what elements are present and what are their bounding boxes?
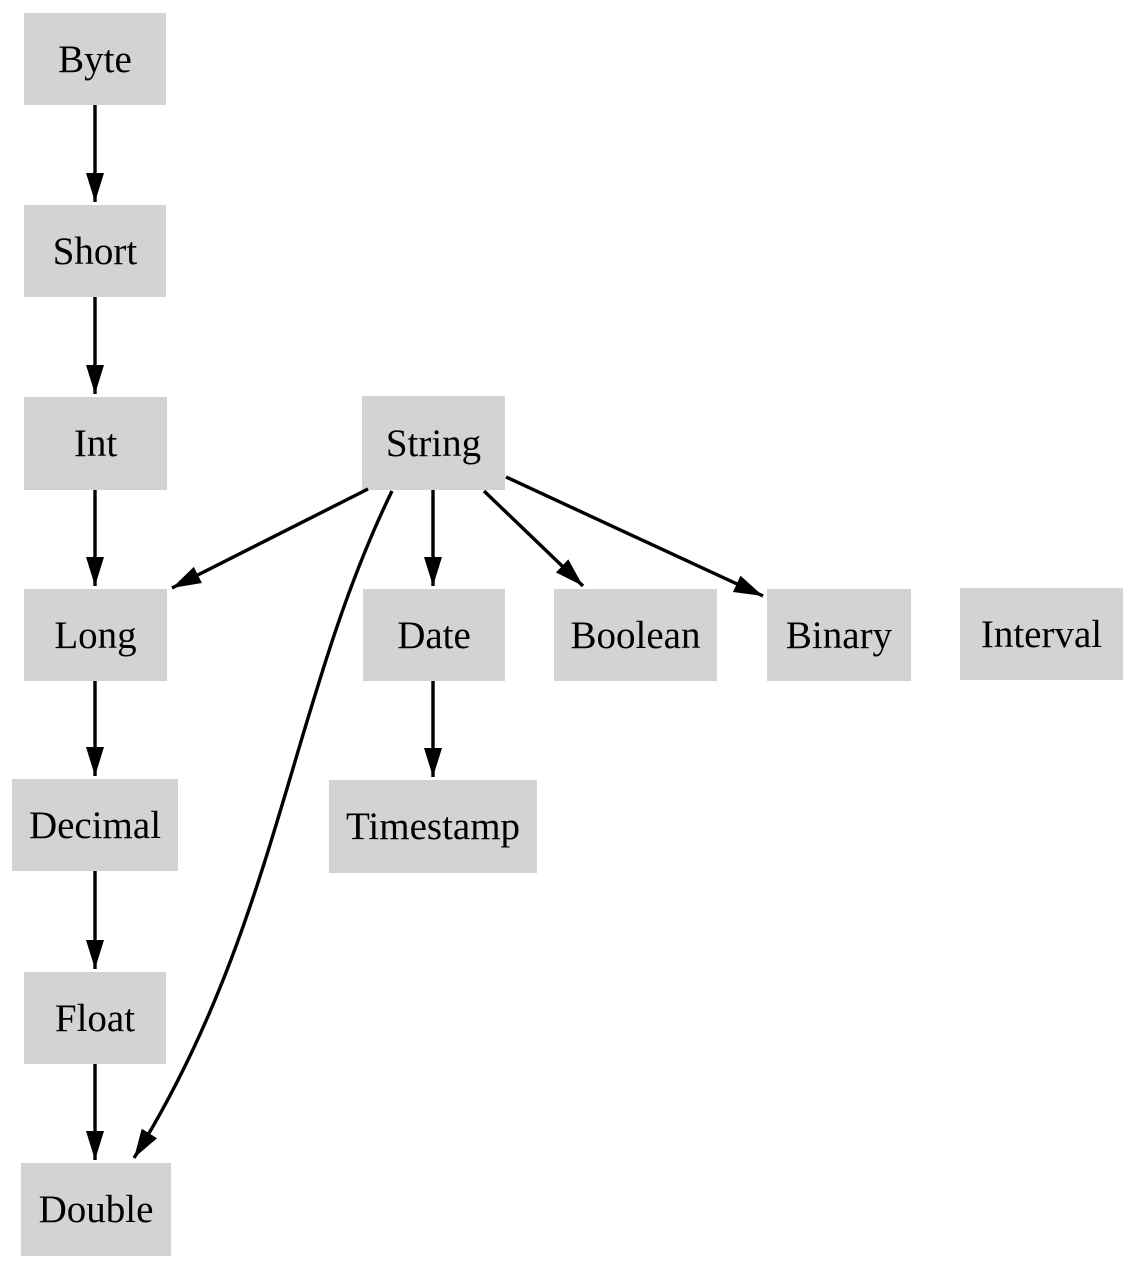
node-string-label: String: [385, 421, 482, 465]
node-short-label: Short: [52, 229, 138, 273]
node-double-label: Double: [38, 1188, 154, 1231]
node-float-label: Float: [54, 996, 136, 1040]
node-byte-label: Byte: [58, 37, 132, 81]
node-int: Int: [24, 397, 167, 490]
node-boolean: Boolean: [554, 589, 717, 681]
edge-string-boolean: [482, 489, 585, 588]
node-long: Long: [24, 589, 167, 681]
edge-string-binary: [505, 475, 764, 598]
node-long-label: Long: [54, 613, 137, 657]
node-interval-label: Interval: [980, 612, 1103, 656]
node-timestamp: Timestamp: [329, 780, 537, 873]
node-byte: Byte: [24, 13, 166, 105]
node-binary-label: Binary: [785, 613, 893, 657]
node-date: Date: [363, 589, 505, 681]
node-date-label: Date: [397, 613, 471, 657]
node-short: Short: [24, 205, 166, 297]
node-double: Double: [21, 1163, 171, 1256]
node-decimal-label: Decimal: [28, 803, 162, 847]
node-interval: Interval: [960, 588, 1123, 680]
node-binary: Binary: [767, 589, 911, 681]
node-int-label: Int: [73, 422, 118, 465]
node-decimal: Decimal: [12, 779, 178, 871]
node-string: String: [362, 396, 505, 490]
edge-string-long: [171, 487, 369, 590]
node-boolean-label: Boolean: [570, 613, 701, 657]
node-float: Float: [24, 972, 166, 1064]
node-timestamp-label: Timestamp: [345, 805, 521, 848]
